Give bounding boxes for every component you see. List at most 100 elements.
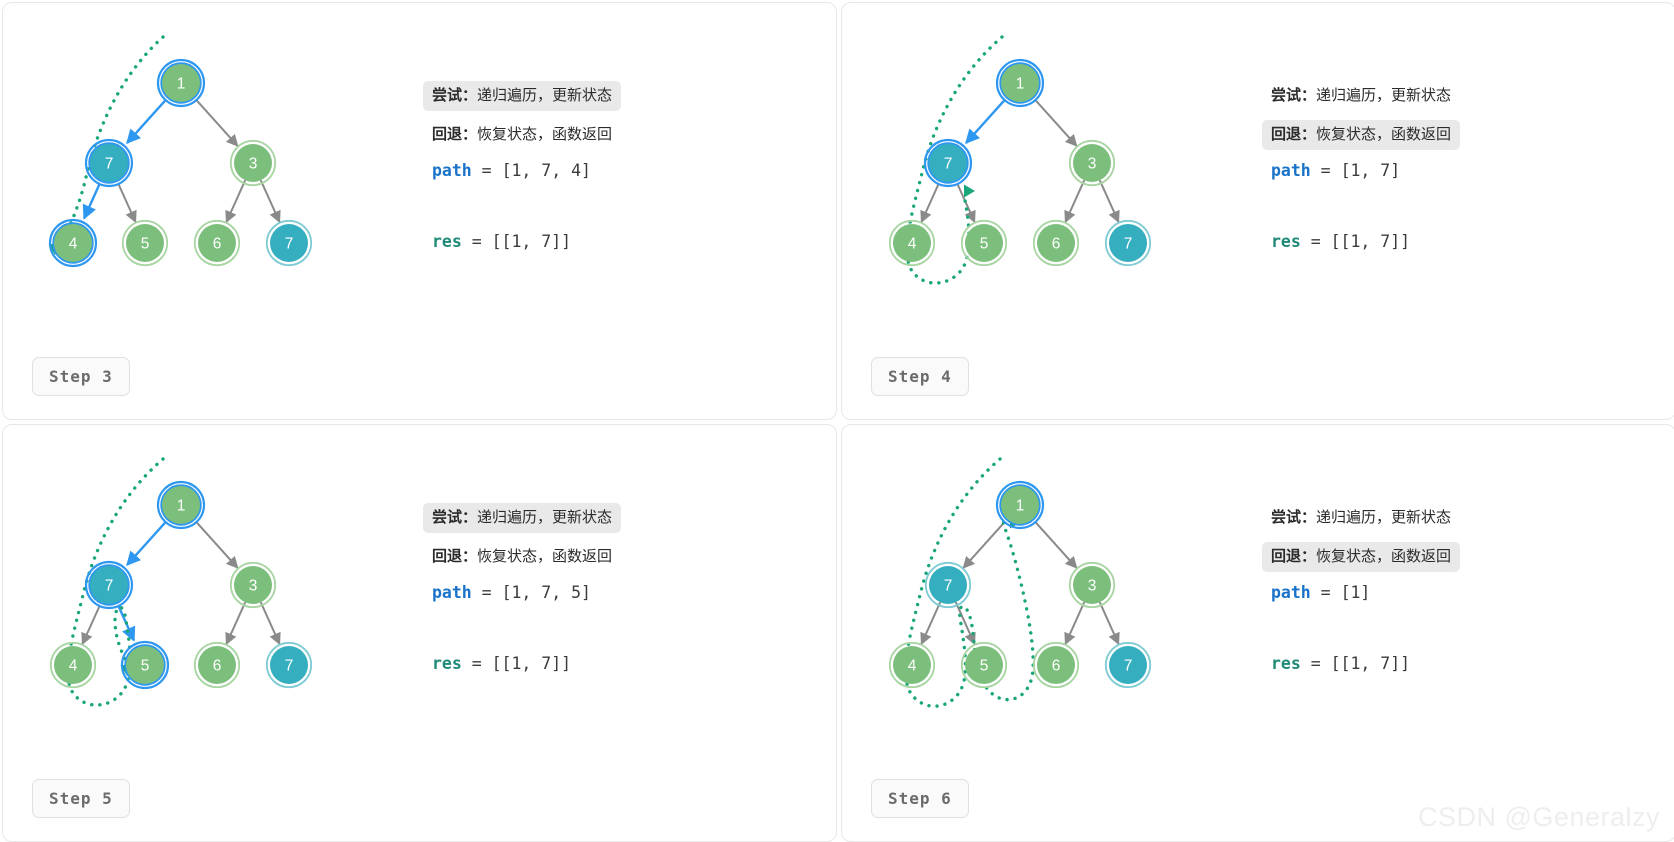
tree-node: 7 xyxy=(265,219,313,267)
tree-node: 6 xyxy=(193,219,241,267)
try-note: 尝试：递归遍历，更新状态 xyxy=(423,81,622,111)
svg-text:4: 4 xyxy=(69,236,78,253)
backtrack-note-prefix: 回退： xyxy=(1271,126,1317,143)
tree-node: 6 xyxy=(1032,219,1080,267)
path-state-line: path = [1] xyxy=(1262,581,1662,605)
tree-edge xyxy=(81,605,101,646)
res-value: [[1, 7]] xyxy=(491,654,572,673)
trace-arrow-icon xyxy=(964,184,975,198)
tree-node: 7 xyxy=(84,138,134,188)
svg-text:5: 5 xyxy=(980,658,989,675)
path-state-line: path = [1, 7, 5] xyxy=(423,581,823,605)
res-equals: = xyxy=(461,654,492,673)
res-state-line: res = [[1, 7]] xyxy=(1262,230,1662,254)
tree-edge xyxy=(126,99,167,145)
path-state-line: path = [1, 7, 4] xyxy=(423,159,823,183)
tree-node: 5 xyxy=(960,641,1008,689)
tree-node: 7 xyxy=(1104,219,1152,267)
tree-edge xyxy=(1098,601,1120,646)
tree-node: 4 xyxy=(49,641,97,689)
tree-node: 3 xyxy=(229,561,277,609)
try-note: 尝试：递归遍历，更新状态 xyxy=(423,503,622,533)
svg-text:7: 7 xyxy=(105,578,114,595)
svg-text:1: 1 xyxy=(177,498,186,515)
try-note-text: 递归遍历，更新状态 xyxy=(477,509,613,526)
tree-edge xyxy=(195,521,239,569)
res-value: [[1, 7]] xyxy=(1330,232,1411,251)
try-note-prefix: 尝试： xyxy=(432,87,478,104)
tree-edge xyxy=(965,99,1006,145)
tree-edge xyxy=(1034,99,1078,147)
tree-edge xyxy=(225,179,247,224)
tree-edge xyxy=(117,183,137,224)
svg-text:3: 3 xyxy=(249,578,258,595)
step-badge: Step 5 xyxy=(32,779,130,818)
tree-edge xyxy=(1064,601,1086,646)
tree-node: 1 xyxy=(156,480,206,530)
svg-text:6: 6 xyxy=(213,236,222,253)
try-note-text: 递归遍历，更新状态 xyxy=(1316,87,1452,104)
res-equals: = xyxy=(461,232,492,251)
res-variable-name: res xyxy=(432,654,462,673)
code-spacer xyxy=(1262,605,1662,652)
tree-edge xyxy=(954,601,976,646)
svg-text:1: 1 xyxy=(177,76,186,93)
path-variable-name: path xyxy=(432,583,472,602)
svg-text:7: 7 xyxy=(285,236,294,253)
res-state-line: res = [[1, 7]] xyxy=(1262,652,1662,676)
tree-edge xyxy=(1064,179,1086,224)
tree-node: 7 xyxy=(924,561,972,609)
svg-text:4: 4 xyxy=(908,236,917,253)
path-equals: = xyxy=(1310,583,1341,602)
try-note-prefix: 尝试： xyxy=(432,509,478,526)
tree-node: 5 xyxy=(120,640,170,690)
tree-edge xyxy=(1034,521,1078,569)
tree-node: 1 xyxy=(995,58,1045,108)
svg-text:7: 7 xyxy=(1124,236,1133,253)
try-note: 尝试：递归遍历，更新状态 xyxy=(1262,81,1460,111)
backtrack-note-text: 恢复状态，函数返回 xyxy=(477,126,613,143)
svg-text:5: 5 xyxy=(980,236,989,253)
try-note: 尝试：递归遍历，更新状态 xyxy=(1262,503,1460,533)
try-note-text: 递归遍历，更新状态 xyxy=(1316,509,1452,526)
path-state-line: path = [1, 7] xyxy=(1262,159,1662,183)
step-badge: Step 4 xyxy=(871,357,969,396)
svg-text:5: 5 xyxy=(141,658,150,675)
try-note-prefix: 尝试： xyxy=(1271,509,1317,526)
path-variable-name: path xyxy=(432,161,472,180)
tree-node: 7 xyxy=(84,560,134,610)
backtrack-note: 回退：恢复状态，函数返回 xyxy=(423,542,621,572)
tree-node: 7 xyxy=(1104,641,1152,689)
tree-edge xyxy=(82,183,101,220)
res-value: [[1, 7]] xyxy=(1330,654,1411,673)
step-badge: Step 6 xyxy=(871,779,969,818)
svg-text:4: 4 xyxy=(69,658,78,675)
code-spacer xyxy=(423,183,823,230)
tree-node: 3 xyxy=(1068,139,1116,187)
tree-edge xyxy=(259,179,281,224)
svg-text:5: 5 xyxy=(141,236,150,253)
res-state-line: res = [[1, 7]] xyxy=(423,230,823,254)
path-value: [1] xyxy=(1340,583,1371,602)
backtrack-note-prefix: 回退： xyxy=(1271,548,1317,565)
path-variable-name: path xyxy=(1271,583,1311,602)
res-value: [[1, 7]] xyxy=(491,232,572,251)
res-variable-name: res xyxy=(1271,654,1301,673)
tree-edge xyxy=(920,601,942,646)
code-spacer xyxy=(423,605,823,652)
tree-node: 6 xyxy=(193,641,241,689)
tree-node: 7 xyxy=(923,138,973,188)
res-equals: = xyxy=(1300,232,1331,251)
path-equals: = xyxy=(1310,161,1341,180)
res-state-line: res = [[1, 7]] xyxy=(423,652,823,676)
